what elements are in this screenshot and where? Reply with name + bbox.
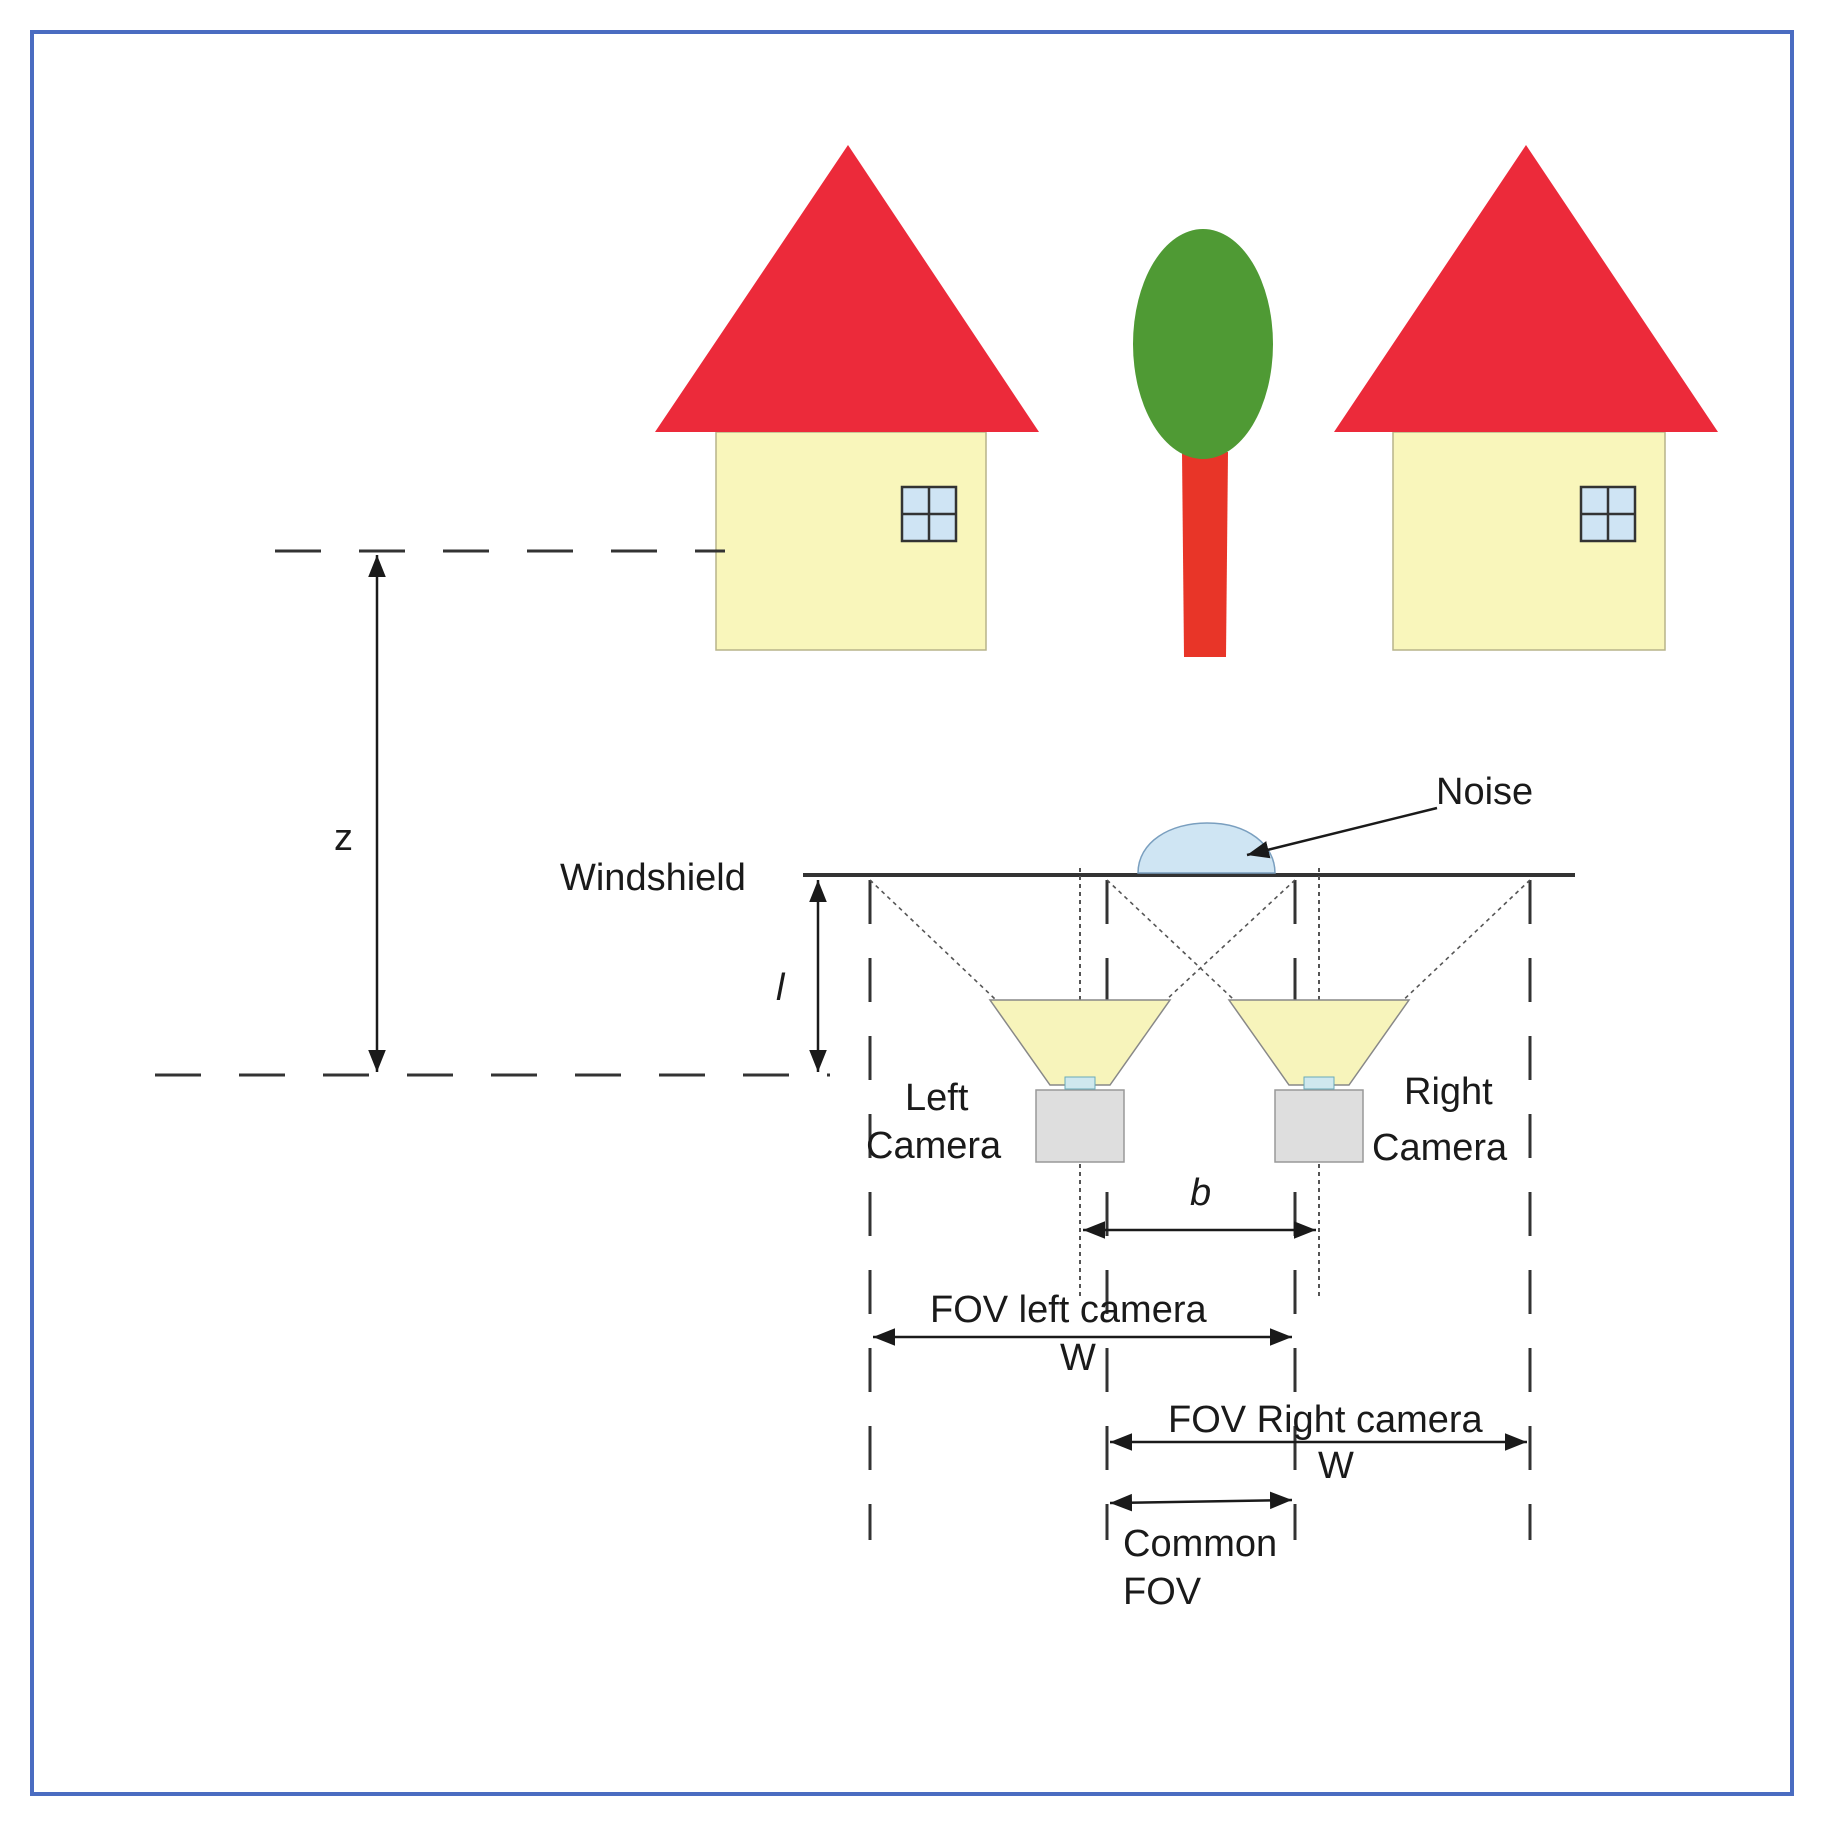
right-house-roof [1334, 145, 1718, 432]
left-camera-lens [988, 999, 1172, 1086]
windshield-label: Windshield [560, 857, 746, 899]
common-fov-label-line1: Common [1123, 1523, 1277, 1565]
left-camera-sensor [1064, 1076, 1096, 1090]
right-house-window [1579, 485, 1637, 543]
baseline-b-label: b [1190, 1172, 1211, 1214]
right-camera-label-line1: Right [1404, 1071, 1493, 1113]
tree-trunk [1182, 452, 1228, 657]
left-camera [988, 999, 1172, 1163]
left-camera-label-line2: Camera [866, 1125, 1002, 1167]
noise-drop [1137, 822, 1276, 874]
fov-right-camera-label: FOV Right camera [1168, 1399, 1484, 1441]
tree [1133, 229, 1273, 657]
left-camera-label-line1: Left [905, 1077, 969, 1119]
right-camera-label-line2: Camera [1372, 1127, 1508, 1169]
left-house-window [900, 485, 958, 543]
right-camera-sensor [1303, 1076, 1335, 1090]
noise-label: Noise [1436, 771, 1533, 813]
right-camera-body [1274, 1089, 1364, 1163]
fov-right-camera-w-label: W [1318, 1445, 1354, 1487]
left-camera-body [1035, 1089, 1125, 1163]
l-label: l [776, 967, 786, 1009]
right-house [1334, 145, 1718, 651]
right-camera [1227, 999, 1411, 1163]
fov-left-camera-w-label: W [1060, 1337, 1096, 1379]
z-label: z [334, 817, 353, 859]
common-fov-arrow [1109, 1491, 1293, 1512]
fov-left-camera-label: FOV left camera [930, 1289, 1207, 1331]
noise-pointer-arrow [1246, 806, 1438, 859]
right-camera-lens [1227, 999, 1411, 1086]
left-camera-fov-ray-right [1079, 879, 1296, 1081]
tree-crown [1133, 229, 1273, 459]
left-house [655, 145, 1039, 651]
common-fov-label-line2: FOV [1123, 1571, 1202, 1613]
left-house-roof [655, 145, 1039, 432]
